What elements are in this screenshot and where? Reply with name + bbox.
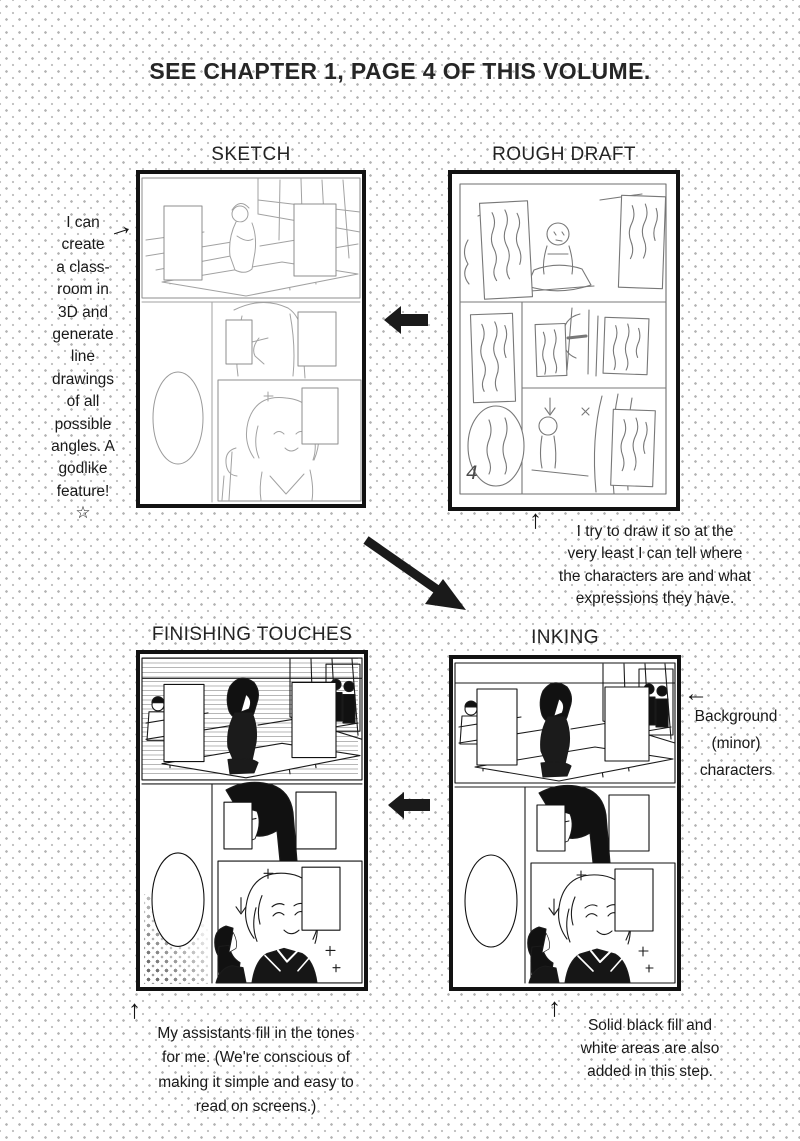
note-rough-draft-explanation: I try to draw it so at the very least I … (558, 523, 752, 608)
note-assistants-tones: My assistants fill in the tones for me. … (157, 1025, 355, 1116)
note-sketch-3d-feature: I can create a class- room in 3D and gen… (26, 212, 140, 523)
star-icon: ☆ (75, 503, 91, 523)
arrow-rough-to-sketch-icon (384, 306, 428, 334)
arrow-up-icon: ↑ (529, 504, 542, 534)
sketch-artwork (141, 177, 362, 503)
stage-label-sketch: SKETCH (211, 144, 291, 165)
arrow-left-icon: ← (684, 680, 708, 707)
arrow-up-icon: ↑ (128, 994, 141, 1024)
stage-label-rough-draft: ROUGH DRAFT (492, 144, 636, 165)
arrow-sketch-to-inking-icon (363, 536, 466, 610)
rough-draft-page-number: 4 (466, 462, 479, 484)
stage-label-inking: INKING (531, 627, 599, 648)
stage-label-finishing-touches: FINISHING TOUCHES (151, 624, 353, 645)
rough-draft-artwork (458, 182, 668, 496)
sketch-panel (136, 170, 366, 508)
inking-artwork (454, 662, 676, 984)
finishing-touches-panel (136, 650, 368, 991)
page-title: SEE CHAPTER 1, PAGE 4 OF THIS VOLUME. (149, 58, 651, 84)
arrow-up-icon: ↑ (548, 992, 561, 1022)
inking-panel (449, 655, 681, 991)
rough-draft-panel: 4 (448, 170, 680, 511)
note-solid-black-fill: Solid black fill and white areas are als… (580, 1017, 720, 1080)
note-background-characters: Background (minor) characters (694, 708, 778, 779)
finishing-touches-artwork (140, 657, 364, 984)
arrow-inking-to-finishing-icon (388, 792, 430, 819)
